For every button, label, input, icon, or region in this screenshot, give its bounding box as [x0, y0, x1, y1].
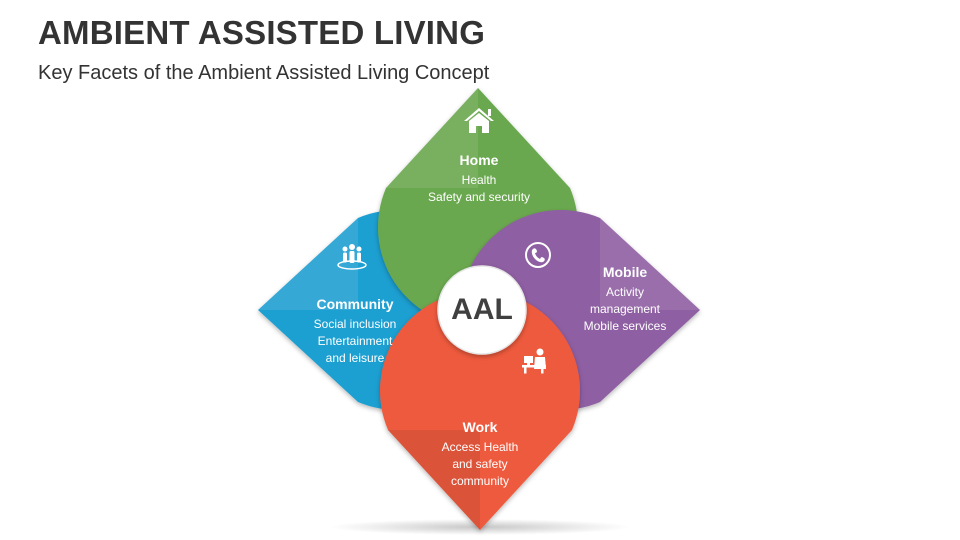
petal-work-shade: [388, 430, 480, 530]
petal-home-shade: [386, 88, 478, 188]
petal-work-text: Work Access Health and safety community: [415, 418, 545, 490]
petal-community-line: Social inclusion: [313, 317, 397, 331]
petal-home-line: Safety and security: [427, 190, 531, 204]
petal-work-line: Access Health: [441, 440, 519, 454]
worker-desk-icon: [522, 348, 546, 374]
phone-icon: [525, 242, 551, 268]
petal-mobile-line: management: [589, 302, 661, 316]
petal-community-line: Entertainment: [317, 334, 393, 348]
petal-mobile-line: Mobile services: [583, 319, 667, 333]
center-circle: [437, 265, 527, 355]
petal-home-text: Home Health Safety and security: [404, 151, 554, 206]
petal-work-heading: Work: [462, 419, 498, 435]
house-icon: [464, 108, 494, 133]
slide-title: AMBIENT ASSISTED LIVING: [38, 14, 486, 51]
petal-mobile-heading: Mobile: [602, 264, 648, 280]
petal-home-heading: Home: [459, 152, 499, 168]
petal-community-text: Community Social inclusion Entertainment…: [290, 295, 420, 367]
petal-community-heading: Community: [316, 296, 394, 312]
petal-work-line: and safety: [452, 457, 508, 471]
petal-mobile-shade: [600, 218, 700, 310]
slide-subtitle: Key Facets of the Ambient Assisted Livin…: [38, 62, 490, 84]
petal-community-shade: [258, 218, 358, 310]
people-group-icon: [337, 244, 367, 270]
petal-community-line: and leisure: [325, 351, 385, 365]
petal-work-line: community: [450, 474, 509, 488]
petal-work[interactable]: [379, 290, 580, 530]
center-label: AAL: [451, 293, 513, 326]
petal-home-line: Health: [461, 173, 497, 187]
petal-mobile-text: Mobile Activity management Mobile servic…: [565, 263, 685, 335]
petal-mobile-line: Activity: [605, 285, 644, 299]
